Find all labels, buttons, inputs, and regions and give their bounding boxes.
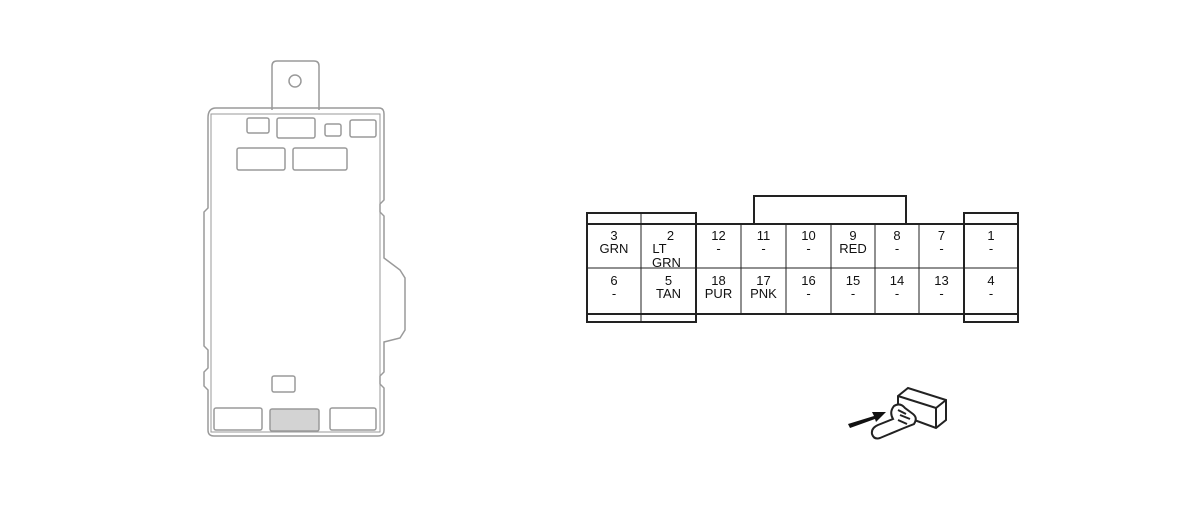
connector-lock-tab — [753, 195, 907, 225]
hand-connector-icon — [870, 386, 947, 440]
pin-color-17: PNK — [750, 286, 777, 301]
pin-number-17: 17 — [756, 273, 770, 288]
pin-color-11: - — [761, 241, 765, 256]
pin-color-18: PUR — [705, 286, 732, 301]
pin-labels: 3GRN2LTGRN12-11-10-9RED8-7-1-6-5TAN18PUR… — [600, 228, 995, 301]
connector-cell-grid — [587, 213, 1018, 322]
pin-number-1: 1 — [987, 228, 994, 243]
highlighted-connector — [269, 408, 320, 432]
pin-color-3: GRN — [600, 241, 629, 256]
pin-color-2: GRN — [652, 255, 681, 270]
pin-number-3: 3 — [610, 228, 617, 243]
pin-number-15: 15 — [846, 273, 860, 288]
pin-color-15: - — [851, 286, 855, 301]
arrow-icon — [848, 412, 886, 428]
pin-color-14: - — [895, 286, 899, 301]
pin-color-8: - — [895, 241, 899, 256]
pin-number-18: 18 — [711, 273, 725, 288]
pin-color-9: RED — [839, 241, 866, 256]
pin-number-10: 10 — [801, 228, 815, 243]
pin-number-7: 7 — [938, 228, 945, 243]
pin-color-7: - — [939, 241, 943, 256]
pin-number-13: 13 — [934, 273, 948, 288]
pin-color-5: TAN — [656, 286, 681, 301]
pin-number-4: 4 — [987, 273, 994, 288]
pin-color-1: - — [989, 241, 993, 256]
pin-color-12: - — [716, 241, 720, 256]
pin-color-6: - — [612, 286, 616, 301]
pin-number-8: 8 — [893, 228, 900, 243]
pin-number-9: 9 — [849, 228, 856, 243]
pin-number-5: 5 — [665, 273, 672, 288]
pin-color-10: - — [806, 241, 810, 256]
pin-color-13: - — [939, 286, 943, 301]
pin-number-11: 11 — [757, 228, 771, 243]
pin-number-6: 6 — [610, 273, 617, 288]
pin-number-14: 14 — [890, 273, 904, 288]
pin-number-2: 2 — [667, 228, 674, 243]
pin-color-4: - — [989, 286, 993, 301]
pin-color-16: - — [806, 286, 810, 301]
component-outline-icon — [203, 60, 406, 437]
pin-number-16: 16 — [801, 273, 815, 288]
pin-color-2: LT — [652, 241, 666, 256]
pin-number-12: 12 — [711, 228, 725, 243]
